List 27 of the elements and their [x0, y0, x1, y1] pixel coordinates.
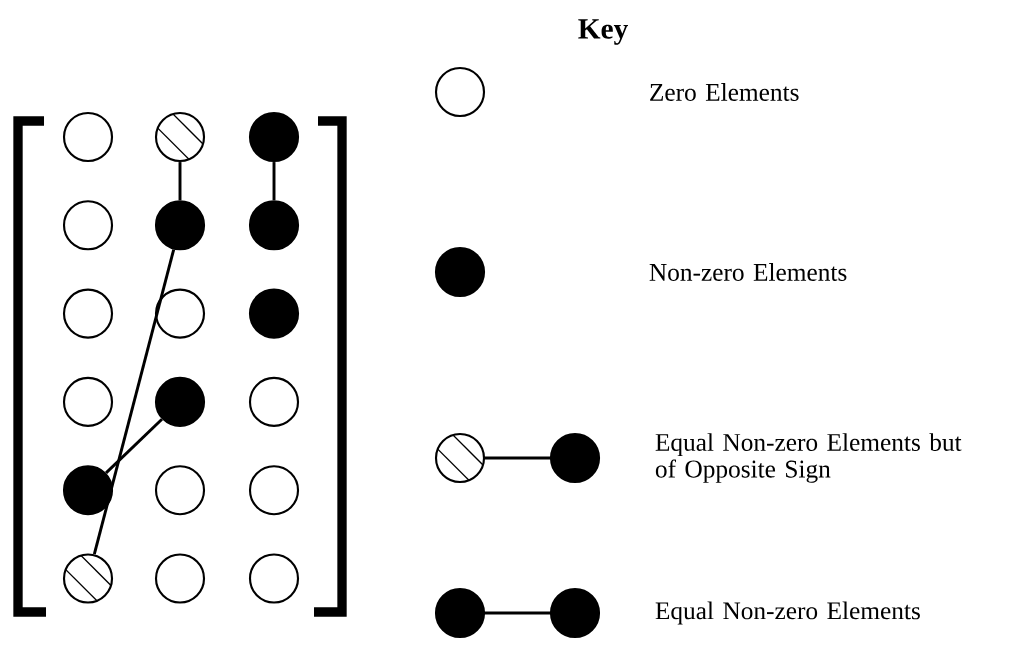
nonzero-element-dot — [248, 288, 300, 339]
hatched-element-circle — [62, 553, 114, 604]
zero-element-circle — [154, 288, 206, 339]
legend-text: Equal Non-zero Elements — [655, 601, 920, 625]
zero-element-circle — [62, 200, 114, 251]
zero-element-circle — [154, 553, 206, 604]
zero-element-circle — [248, 376, 300, 427]
nonzero-element-dot — [62, 465, 114, 516]
zero-element-circle — [154, 465, 206, 516]
nonzero-element-dot — [154, 200, 206, 251]
connector-line — [105, 418, 163, 474]
nonzero-element-dot — [248, 111, 300, 163]
connector-line — [178, 162, 182, 201]
legend-text: Equal Non-zero Elements but of Opposite Sign — [655, 433, 962, 483]
zero-element-circle — [62, 111, 114, 163]
key-heading: Key — [578, 19, 628, 45]
zero-element-circle — [62, 376, 114, 427]
legend-text: Zero Elements — [650, 83, 799, 101]
zero-element-circle — [248, 553, 300, 604]
hatched-element-circle — [154, 111, 206, 163]
legend-text: Non-zero Elements — [649, 263, 847, 281]
connector-line — [92, 249, 176, 555]
connector-line — [272, 162, 276, 201]
nonzero-element-dot — [154, 376, 206, 427]
nonzero-element-dot — [248, 200, 300, 251]
zero-element-circle — [248, 465, 300, 516]
zero-element-circle — [62, 288, 114, 339]
